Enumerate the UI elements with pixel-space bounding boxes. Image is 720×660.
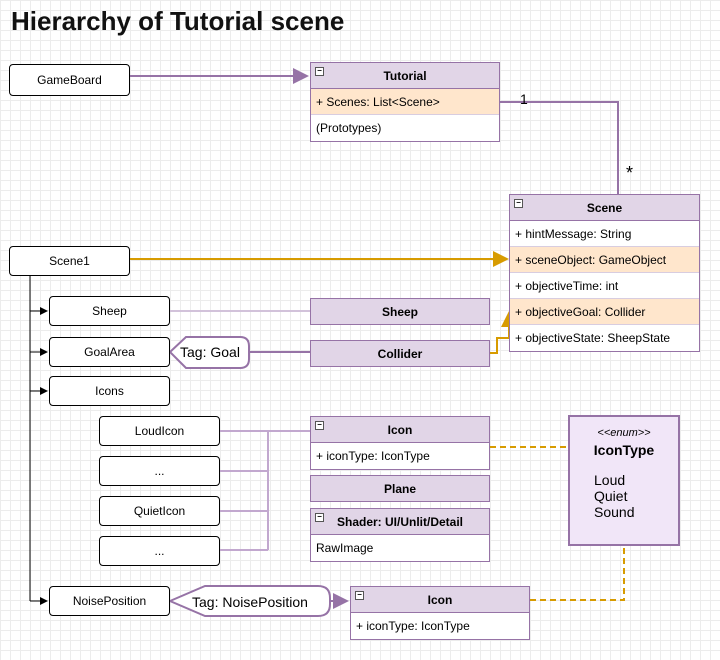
class-icon[interactable]: − Icon + iconType: IconType [310, 416, 490, 470]
node-sheep[interactable]: Sheep [49, 296, 170, 326]
class-icon-noise-name: Icon [427, 592, 453, 607]
class-tutorial-name: Tutorial [383, 68, 427, 83]
collapse-icon[interactable]: − [355, 591, 364, 600]
enum-literal: Sound [594, 504, 635, 520]
tag-goal-shape [168, 336, 250, 369]
class-scene-field: + hintMessage: String [510, 221, 699, 247]
node-scene1[interactable]: Scene1 [9, 246, 130, 276]
class-scene-field: + objectiveGoal: Collider [510, 299, 699, 325]
class-tutorial[interactable]: − Tutorial + Scenes: List<Scene> (Prototy… [310, 62, 500, 142]
node-ellipsis-2[interactable]: ... [99, 536, 220, 566]
class-shader-name: Shader: UI/Unlit/Detail [336, 514, 464, 529]
enum-literal: Loud [594, 472, 626, 488]
tag-noise-label: Tag: NoisePosition [192, 594, 308, 610]
page-title: Hierarchy of Tutorial scene [11, 6, 345, 36]
tag-goal-label: Tag: Goal [180, 344, 240, 360]
class-tutorial-field: + Scenes: List<Scene> [311, 89, 499, 115]
class-tutorial-prototypes: (Prototypes) [316, 121, 382, 135]
multiplicity-one: 1 [520, 91, 528, 107]
class-icon-noise-field: + iconType: IconType [356, 619, 470, 633]
node-gameboard[interactable]: GameBoard [9, 64, 130, 96]
edge-icon2-enum [530, 546, 625, 601]
class-shader-field: RawImage [316, 541, 374, 555]
node-loudicon[interactable]: LoudIcon [99, 416, 220, 446]
class-icon-field: + iconType: IconType [316, 449, 430, 463]
collapse-icon[interactable]: − [315, 421, 324, 430]
class-scene-field: + objectiveTime: int [510, 273, 699, 299]
edge-tutorial-scene [500, 101, 619, 194]
node-goalarea[interactable]: GoalArea [49, 337, 170, 367]
plain-sheep[interactable]: Sheep [310, 298, 490, 325]
edge-collider-objectivegoal [490, 311, 517, 354]
class-icon-name: Icon [387, 422, 413, 437]
collapse-icon[interactable]: − [514, 199, 523, 208]
class-scene[interactable]: − Scene + hintMessage: String + sceneObje… [509, 194, 700, 352]
node-ellipsis-1[interactable]: ... [99, 456, 220, 486]
plain-plane[interactable]: Plane [310, 475, 490, 502]
enum-stereotype: <<enum>> [597, 427, 651, 439]
class-scene-name: Scene [586, 200, 623, 215]
plain-collider[interactable]: Collider [310, 340, 490, 367]
multiplicity-many: * [626, 163, 634, 183]
enum-icontype[interactable]: <<enum>> IconType Loud Quiet Sound [568, 415, 680, 546]
node-noiseposition[interactable]: NoisePosition [49, 586, 170, 616]
node-icons[interactable]: Icons [49, 376, 170, 406]
collapse-icon[interactable]: − [315, 513, 324, 522]
enum-name: IconType [593, 442, 655, 458]
class-shader[interactable]: − Shader: UI/Unlit/Detail RawImage [310, 508, 490, 562]
collapse-icon[interactable]: − [315, 67, 324, 76]
class-scene-field: + sceneObject: GameObject [510, 247, 699, 273]
class-scene-field: + objectiveState: SheepState [515, 331, 671, 345]
node-quieticon[interactable]: QuietIcon [99, 496, 220, 526]
enum-literal: Quiet [594, 488, 628, 504]
class-icon-noise[interactable]: − Icon + iconType: IconType [350, 586, 530, 640]
tag-noise-shape [167, 585, 331, 617]
